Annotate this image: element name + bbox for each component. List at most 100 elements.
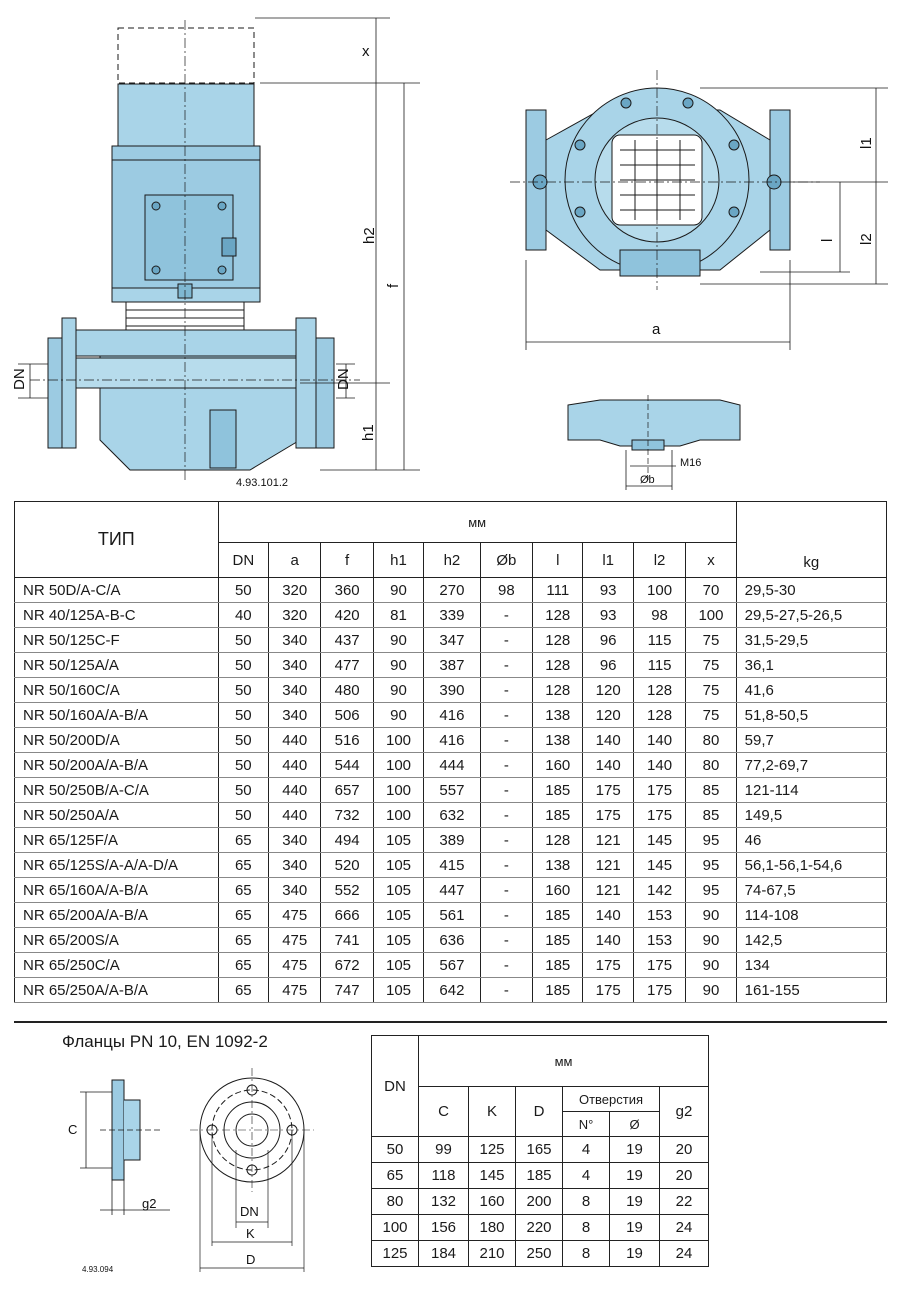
value-cell: 100 <box>685 602 737 628</box>
value-cell: 128 <box>532 627 584 653</box>
value-cell: 270 <box>423 577 481 603</box>
value-cell: 437 <box>320 627 374 653</box>
dim-dn-left-label: DN <box>11 368 28 390</box>
value-cell: 360 <box>320 577 374 603</box>
value-cell: 416 <box>423 702 481 728</box>
value-cell: 65 <box>217 852 270 878</box>
column-header-4: h2 <box>423 542 481 578</box>
pump-drawing: x h2 f h1 DN DN 4.93.101.2 <box>0 0 900 500</box>
flange-cell: 4 <box>562 1136 610 1163</box>
value-cell: 138 <box>532 727 584 753</box>
value-cell: 50 <box>217 652 270 678</box>
pump-side-view <box>30 20 360 480</box>
flange-holes-n-header: N° <box>562 1111 610 1137</box>
flange-holes-d-header: Ø <box>609 1111 660 1137</box>
flange-cell: 19 <box>609 1240 660 1267</box>
kg-cell: 114-108 <box>735 902 888 928</box>
value-cell: 50 <box>217 677 270 703</box>
flange-front-view <box>190 1068 314 1272</box>
value-cell: 494 <box>320 827 374 853</box>
column-header-3: h1 <box>372 542 425 578</box>
value-cell: 50 <box>217 777 270 803</box>
value-cell: 340 <box>268 827 322 853</box>
value-cell: 175 <box>582 977 634 1003</box>
value-cell: 95 <box>685 877 737 903</box>
flange-cell: 80 <box>371 1188 419 1215</box>
value-cell: 105 <box>372 927 425 953</box>
value-cell: 140 <box>632 752 687 778</box>
type-cell: NR 65/250A/A-B/A <box>14 977 219 1003</box>
value-cell: 105 <box>372 952 425 978</box>
value-cell: 145 <box>632 827 687 853</box>
value-cell: 567 <box>423 952 481 978</box>
value-cell: 100 <box>372 777 425 803</box>
type-cell: NR 65/125S/A-A/A-D/A <box>14 852 219 878</box>
value-cell: 340 <box>268 877 322 903</box>
value-cell: 65 <box>217 977 270 1003</box>
flange-d-label: D <box>246 1252 255 1267</box>
value-cell: 185 <box>532 952 584 978</box>
value-cell: 480 <box>320 677 374 703</box>
flange-cell: 19 <box>609 1136 660 1163</box>
flange-cell: 24 <box>658 1240 710 1267</box>
value-cell: - <box>479 827 534 853</box>
flange-ref-code: 4.93.094 <box>82 1265 114 1274</box>
value-cell: 387 <box>423 652 481 678</box>
value-cell: 80 <box>685 752 737 778</box>
flange-unit-header: мм <box>417 1035 710 1087</box>
flange-cell: 22 <box>658 1188 710 1215</box>
type-cell: NR 50D/A-C/A <box>14 577 219 603</box>
value-cell: 185 <box>532 777 584 803</box>
value-cell: 389 <box>423 827 481 853</box>
type-cell: NR 50/250B/A-C/A <box>14 777 219 803</box>
dim-x-label: x <box>362 43 370 60</box>
value-cell: - <box>479 652 534 678</box>
value-cell: 50 <box>217 627 270 653</box>
value-cell: 416 <box>423 727 481 753</box>
value-cell: 80 <box>685 727 737 753</box>
value-cell: - <box>479 927 534 953</box>
value-cell: 90 <box>685 902 737 928</box>
flange-d-header: D <box>515 1086 563 1137</box>
value-cell: 128 <box>532 827 584 853</box>
kg-cell: 31,5-29,5 <box>735 627 888 653</box>
value-cell: 732 <box>320 802 374 828</box>
flange-c-label: C <box>68 1122 77 1137</box>
value-cell: 340 <box>268 627 322 653</box>
flange-cell: 19 <box>609 1162 660 1189</box>
column-header-7: l1 <box>582 542 634 578</box>
value-cell: 50 <box>217 727 270 753</box>
value-cell: 153 <box>632 927 687 953</box>
value-cell: 544 <box>320 752 374 778</box>
value-cell: 128 <box>632 702 687 728</box>
value-cell: 138 <box>532 702 584 728</box>
kg-cell: 121-114 <box>735 777 888 803</box>
value-cell: 561 <box>423 902 481 928</box>
value-cell: 666 <box>320 902 374 928</box>
value-cell: 175 <box>632 802 687 828</box>
value-cell: - <box>479 627 534 653</box>
value-cell: 90 <box>372 702 425 728</box>
value-cell: 636 <box>423 927 481 953</box>
pump-foot-view <box>567 395 741 490</box>
value-cell: 420 <box>320 602 374 628</box>
value-cell: 70 <box>685 577 737 603</box>
value-cell: 557 <box>423 777 481 803</box>
value-cell: 390 <box>423 677 481 703</box>
value-cell: 95 <box>685 827 737 853</box>
flange-cell: 160 <box>468 1188 516 1215</box>
flange-cell: 165 <box>515 1136 563 1163</box>
dim-l2-label: l2 <box>858 233 875 245</box>
